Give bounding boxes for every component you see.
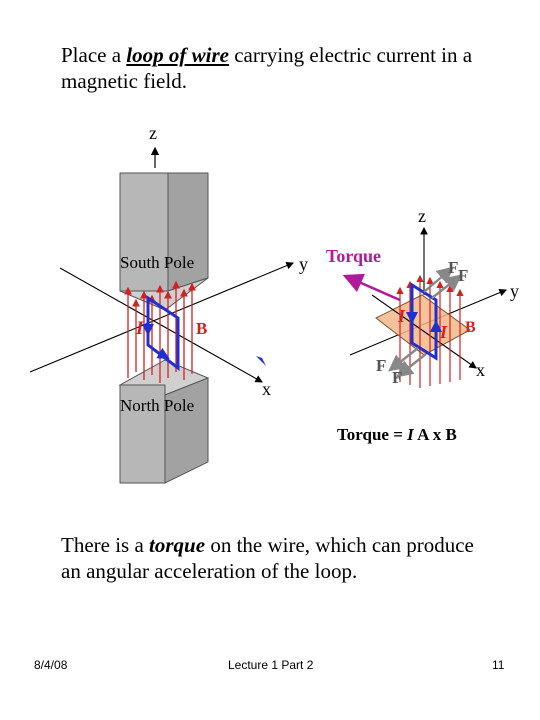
footer-date: 8/4/08: [34, 658, 68, 672]
left-y-label: y: [299, 254, 308, 274]
left-y-axis: [29, 261, 295, 373]
left-diagram: z South Pole North Pole y x: [29, 123, 308, 484]
outro-text-end: on the wire, which can produce an angula…: [61, 533, 474, 583]
intro-text-start: Place a: [61, 43, 127, 67]
formula-prefix: Torque =: [337, 425, 407, 444]
force-label-1: F: [448, 258, 458, 277]
right-x-label: x: [476, 360, 485, 380]
outro-text-start: There is a: [61, 533, 150, 557]
right-field-label: B: [465, 319, 476, 336]
right-x-axis: [371, 294, 477, 369]
force-label-2: F: [458, 266, 468, 285]
formula-rest: A x B: [414, 425, 457, 444]
left-current-label: I: [135, 318, 144, 339]
formula-current: I: [406, 425, 415, 444]
north-pole-label: North Pole: [120, 396, 194, 415]
force-label-3: F: [376, 356, 386, 375]
left-x-axis: [59, 267, 263, 383]
footer-page-number: 11: [492, 658, 505, 672]
intro-emphasis: loop of wire: [126, 43, 229, 67]
south-pole: [119, 172, 209, 311]
north-pole: [118, 359, 210, 484]
intro-text: Place a loop of wire carrying electric c…: [61, 42, 481, 94]
torque-arrow: [342, 273, 401, 302]
right-current-label-1: I: [397, 306, 406, 326]
left-x-label: x: [262, 379, 271, 399]
torque-formula: Torque = I A x B: [337, 425, 457, 444]
outro-text: There is a torque on the wire, which can…: [61, 532, 481, 584]
footer-lecture: Lecture 1 Part 2: [228, 658, 314, 672]
left-z-label: z: [149, 123, 157, 143]
right-force-arrows: [388, 266, 462, 378]
right-diagram: z y x Torque F: [326, 206, 519, 444]
right-plate: [375, 294, 471, 356]
right-y-label: y: [510, 281, 519, 301]
right-current-label-2: I: [439, 322, 448, 342]
outro-emphasis: torque: [149, 533, 206, 557]
left-field-label: B: [196, 319, 207, 338]
torque-label: Torque: [326, 246, 381, 266]
left-small-arrowhead: [256, 356, 266, 366]
intro-text-end: carrying electric current in a magnetic …: [61, 43, 473, 93]
force-label-4: F: [392, 368, 402, 387]
south-pole-label: South Pole: [120, 253, 194, 272]
right-z-label: z: [418, 206, 426, 226]
